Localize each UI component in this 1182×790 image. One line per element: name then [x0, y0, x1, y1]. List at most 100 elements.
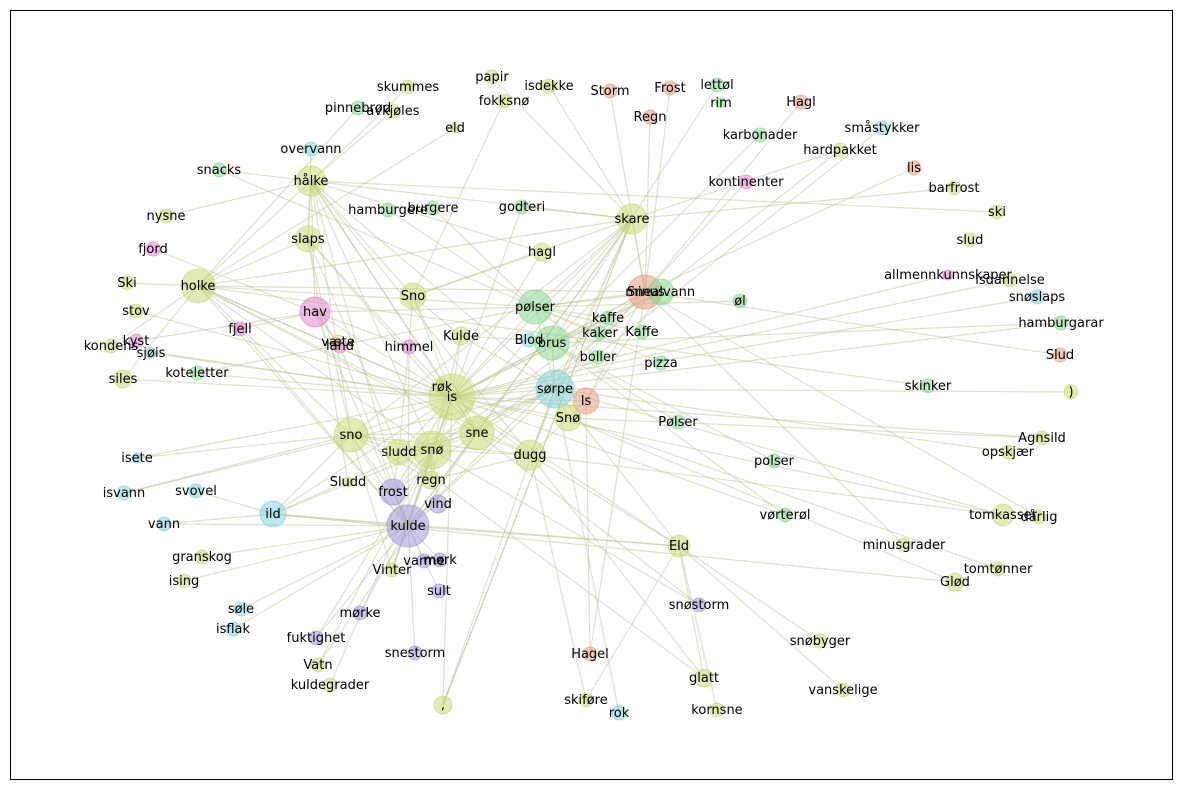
node-skare	[616, 203, 648, 235]
node-label-Vatn: Vatn	[303, 658, 332, 673]
node-himmel	[401, 339, 417, 355]
edge-Eld-vanskelige	[678, 545, 844, 691]
edge-polser-snacks	[218, 169, 536, 308]
node-paren	[1063, 384, 1079, 400]
node-dugg	[514, 439, 546, 471]
edge-kulde-granskog	[201, 525, 409, 558]
edge-halke-kulde	[310, 180, 409, 527]
node-Kulde	[451, 326, 471, 346]
node-ising	[176, 573, 192, 589]
node-label-skare: skare	[614, 212, 649, 227]
edge-koteletter-is	[196, 372, 453, 398]
node-label-hamburgere: hamburgere	[348, 203, 428, 218]
node-label-vann: vann	[148, 517, 180, 532]
edge-is-holke	[197, 285, 453, 398]
node-label-sno: sno	[340, 428, 363, 443]
edge-sno-Vinter	[350, 434, 393, 571]
edge-brus-vorterol	[551, 342, 786, 516]
node-label-koteletter: koteletter	[165, 366, 229, 381]
node-label-isdekke: isdekke	[524, 79, 573, 94]
edge-sludd-glatt	[398, 451, 705, 679]
node-label-siles: siles	[109, 372, 138, 387]
node-label-rim: rim	[710, 96, 732, 111]
node-sludd	[385, 438, 413, 466]
node-label-isdannelse: isdannelse	[975, 273, 1044, 288]
edge-holke-Snealvann	[197, 285, 662, 293]
node-Ski	[119, 275, 135, 291]
node-ol	[732, 293, 748, 309]
node-label-land: land	[326, 339, 354, 354]
node-label-Blod: Blod	[515, 333, 544, 348]
edge-Sno_cap-fokksno	[412, 100, 505, 297]
node-darlig	[1031, 509, 1047, 525]
node-label-skinker: skinker	[905, 379, 952, 394]
edge-is-tomkasser	[451, 396, 1004, 516]
node-fuktighet	[308, 630, 324, 646]
node-label-snacks: snacks	[197, 163, 242, 178]
node-label-overvann: overvann	[280, 142, 341, 157]
edge-holke-slaps	[197, 238, 309, 287]
edge-halke-sno	[310, 180, 352, 436]
node-label-kyst: kyst	[123, 334, 150, 349]
edge-skare-godteri	[521, 206, 633, 220]
node-label-dugg: dugg	[514, 448, 547, 463]
edge-ild-Eld	[272, 513, 680, 547]
edge-Is_cap-Snealvann	[585, 291, 662, 402]
node-label-sorpe: sørpe	[537, 382, 573, 397]
node-hamburgarar	[1053, 315, 1069, 331]
node-label-halke: hålke	[294, 174, 329, 189]
node-tomtonner	[990, 561, 1006, 577]
node-kyst	[128, 333, 144, 349]
node-label-rok_blue: rok	[609, 706, 630, 721]
node-sne	[459, 415, 495, 451]
node-label-Hagel: Hagel	[571, 647, 609, 662]
node-label-ski: ski	[988, 205, 1006, 220]
node-label-kulde: kulde	[390, 519, 425, 534]
edge-sorpe-tomkasser	[554, 388, 1004, 516]
node-kaker	[592, 325, 608, 341]
edge-Sno_sm-Glod	[567, 417, 956, 583]
edge-minus-Frost	[644, 87, 671, 293]
node-label-varme: varme	[403, 554, 444, 569]
edge-halke-sorpe	[310, 180, 556, 390]
node-label-sult: sult	[427, 584, 451, 599]
node-glatt	[694, 668, 714, 688]
node-snobyger	[812, 633, 828, 649]
node-comma	[433, 695, 453, 715]
node-label-kontinenter: kontinenter	[709, 175, 785, 190]
edge-holke-eld	[197, 127, 456, 287]
node-slud	[962, 232, 978, 248]
edge-holke-polser	[197, 285, 536, 308]
node-label-holke: holke	[181, 279, 216, 294]
edge-snoo-fuktighet	[315, 449, 433, 639]
node-label-hagl: hagl	[528, 245, 556, 260]
node-morkk	[432, 552, 448, 568]
node-sjois	[145, 347, 157, 359]
node-godteri	[514, 199, 530, 215]
edge-kulde-sole	[240, 525, 409, 610]
edge-skare-kulde	[407, 218, 633, 527]
edge-minus-Hagel	[589, 291, 646, 655]
node-Storm	[602, 83, 618, 99]
edge-skare-isdekke	[548, 85, 633, 220]
edge-brus-hamburgarar	[551, 322, 1062, 344]
node-label-pinnebrod: pinnebrød	[325, 101, 391, 116]
edge-kulde-himmel	[407, 346, 410, 527]
node-snestorm	[407, 645, 423, 661]
node-stov	[128, 303, 144, 319]
edge-halke-Sno_cap	[310, 180, 414, 297]
edge-brus-minus	[551, 291, 646, 344]
node-nysne	[158, 208, 174, 224]
node-hav	[299, 296, 331, 328]
edge-hav-himmel	[314, 311, 410, 348]
node-label-ol: øl	[734, 294, 746, 309]
node-granskog	[194, 549, 210, 565]
node-kulde	[386, 504, 430, 548]
edge-polser-hamburgere	[387, 209, 536, 308]
node-kondens	[103, 338, 119, 354]
edge-polser-hav	[314, 306, 536, 313]
edge-Sno_cap-hagl	[412, 251, 543, 297]
node-smastykker	[874, 120, 890, 136]
